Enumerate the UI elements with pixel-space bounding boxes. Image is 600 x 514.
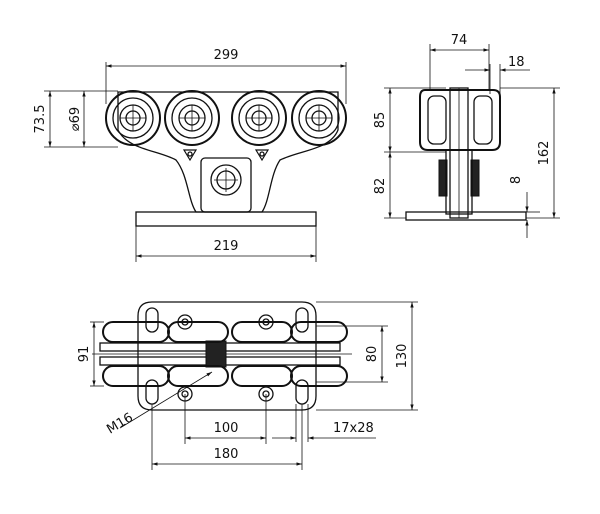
top-dim-180-label: 180 (214, 447, 239, 462)
top-wheel-upper-4 (290, 321, 348, 343)
front-wheel-3 (231, 90, 287, 146)
top-dim-100-label: 100 (214, 421, 239, 436)
top-slot-br (295, 379, 309, 405)
top-wheel-lower-4 (290, 365, 348, 387)
top-slot-tr (295, 307, 309, 333)
front-wheel-1 (105, 90, 161, 146)
front-center-pin (210, 164, 242, 196)
side-dim-18-label: 18 (508, 55, 525, 70)
top-slot-bl (145, 379, 159, 405)
front-center-block (200, 157, 252, 213)
side-dim-74-label: 74 (451, 33, 468, 48)
top-base-plate (137, 301, 317, 411)
top-dim-80-label: 80 (365, 346, 380, 363)
side-bracket (445, 149, 473, 215)
side-dim-162-label: 162 (537, 141, 552, 166)
top-wheel-upper-1 (102, 321, 170, 343)
front-dim-735-label: 73.5 (33, 105, 48, 134)
top-center-block (205, 340, 227, 368)
front-view: 299 219 73.5 ⌀69 (33, 48, 347, 262)
side-wheel-right (473, 95, 493, 145)
top-bolt-tl (177, 314, 193, 330)
front-wheel-4 (291, 90, 347, 146)
top-dim-130-label: 130 (395, 344, 410, 369)
top-slot-tl (145, 307, 159, 333)
top-m16-leader (119, 371, 213, 429)
top-wheel-upper-2 (167, 321, 229, 343)
top-wheel-upper-3 (231, 321, 293, 343)
front-dim-219-label: 219 (214, 239, 239, 254)
side-dim-82-label: 82 (373, 178, 388, 195)
top-wheel-lower-2 (167, 365, 229, 387)
top-wheel-lower-3 (231, 365, 293, 387)
side-block-left (438, 159, 448, 197)
side-dim-8-label: 8 (509, 176, 524, 184)
top-dim-91-label: 91 (77, 346, 92, 363)
top-wheel-lower-1 (102, 365, 170, 387)
top-m16-label: M16 (104, 410, 136, 437)
side-view: 74 18 85 82 162 8 (373, 33, 560, 238)
side-dim-85-label: 85 (373, 112, 388, 129)
front-nut-left (182, 149, 198, 162)
front-nut-right (254, 149, 270, 162)
front-base-plate (135, 211, 317, 227)
side-wheel-left (427, 95, 447, 145)
front-dim-299-label: 299 (214, 48, 239, 63)
top-view: 91 80 130 100 180 17x28 M16 (77, 301, 418, 470)
top-dim-slot-label: 17x28 (333, 421, 374, 436)
side-housing (419, 89, 501, 151)
side-block-right (470, 159, 480, 197)
side-base-plate (405, 211, 527, 221)
front-dim-69-label: ⌀69 (68, 107, 83, 131)
top-bolt-tr (258, 314, 274, 330)
front-wheel-2 (164, 90, 220, 146)
